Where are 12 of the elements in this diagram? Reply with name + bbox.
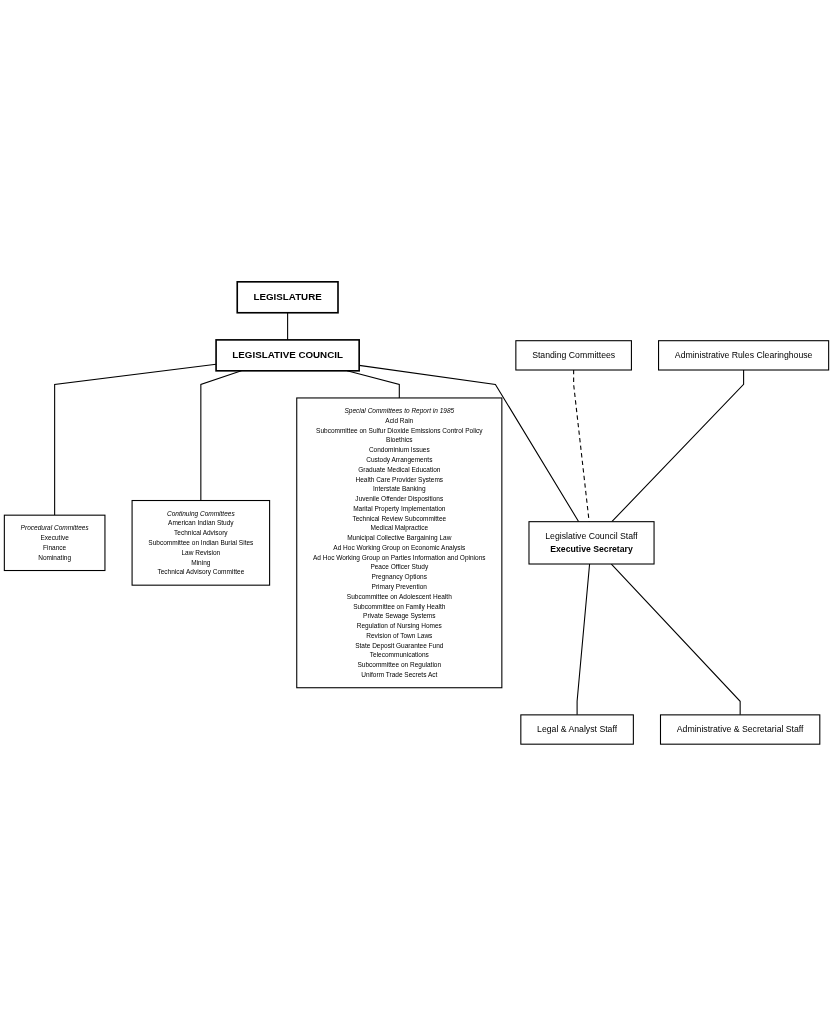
connector — [576, 563, 591, 716]
connector — [54, 363, 217, 516]
node-box: LEGISLATURE — [236, 281, 339, 314]
node-box: Legal & Analyst Staff — [520, 714, 634, 745]
connector — [287, 312, 289, 341]
node-box: Standing Committees — [515, 340, 632, 371]
node-box: LEGISLATIVE COUNCIL — [215, 339, 360, 372]
connector — [611, 369, 745, 523]
connector — [610, 563, 741, 716]
node-box: Administrative Rules Clearinghouse — [658, 340, 830, 371]
node-box: Administrative & Secretarial Staff — [659, 714, 821, 745]
node-box: Legislative Council Staff Executive Secretary — [528, 521, 655, 565]
